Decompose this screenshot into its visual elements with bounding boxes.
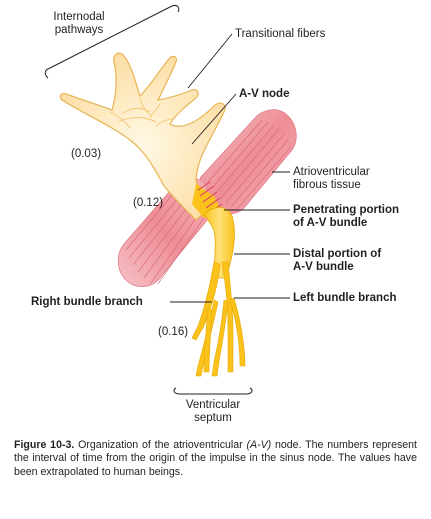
label-internodal-line1: Internodal	[53, 11, 105, 23]
label-internodal-pathways: Internodal pathways	[34, 11, 124, 37]
leader-av-node	[191, 93, 237, 145]
label-septum-line2: septum	[194, 412, 232, 424]
label-av-node: A-V node	[239, 88, 290, 100]
label-fibrous-line2: fibrous tissue	[293, 179, 361, 191]
leader-lines	[170, 33, 290, 303]
caption-text-before: Organization of the atrioventricular	[74, 439, 247, 451]
label-penetrating-line2: of A-V bundle	[293, 217, 368, 229]
label-interval-branches: (0.16)	[158, 326, 189, 338]
fibrous-tissue-upper	[199, 109, 297, 215]
label-left-bundle-branch: Left bundle branch	[293, 292, 397, 304]
label-right-bundle-branch: Right bundle branch	[31, 296, 143, 308]
label-interval-node-entry: (0.03)	[71, 148, 102, 160]
caption-abbreviation: (A-V)	[246, 439, 272, 451]
label-penetrating-portion: Penetrating portion of A-V bundle	[293, 204, 399, 230]
ventricular-septum-bracket	[173, 387, 253, 395]
av-node	[59, 52, 226, 221]
label-transitional-fibers: Transitional fibers	[235, 28, 326, 40]
label-penetrating-line1: Penetrating portion	[293, 204, 400, 216]
label-fibrous-tissue: Atrioventricular fibrous tissue	[293, 166, 370, 192]
caption-figure-label: Figure 10-3.	[14, 439, 75, 451]
label-septum-line1: Ventricular	[185, 399, 241, 411]
label-interval-bundle: (0.12)	[133, 197, 164, 209]
label-distal-portion: Distal portion of A-V bundle	[293, 248, 381, 274]
caption-text-after: node. The numbers represent the interval…	[14, 439, 417, 478]
av-node-diagram	[44, 5, 297, 395]
label-distal-line2: A-V bundle	[293, 261, 354, 273]
figure-caption: Figure 10-3. Organization of the atriove…	[14, 439, 417, 479]
internodal-pathways-bracket	[44, 5, 180, 79]
leader-transitional-fibers	[187, 33, 233, 89]
av-bundle-and-branches	[191, 207, 246, 377]
label-ventricular-septum: Ventricular septum	[168, 399, 258, 425]
label-distal-line1: Distal portion of	[293, 248, 382, 260]
label-fibrous-line1: Atrioventricular	[293, 166, 370, 178]
label-internodal-line2: pathways	[54, 24, 104, 36]
